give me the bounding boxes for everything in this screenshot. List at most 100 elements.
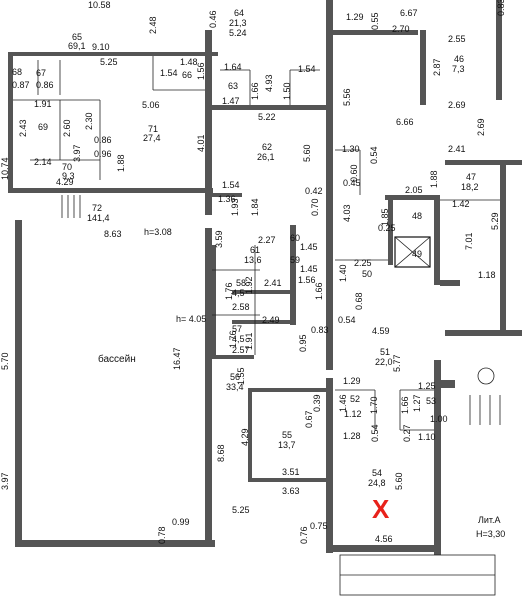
dimension: 1.84 xyxy=(250,198,260,216)
wall xyxy=(205,30,212,215)
wall xyxy=(248,390,252,480)
dimension: 1.70 xyxy=(369,396,379,414)
wall xyxy=(8,52,218,56)
wall xyxy=(248,478,328,482)
room-area: 21,3 xyxy=(229,18,247,28)
wall xyxy=(496,0,502,100)
wall xyxy=(440,380,455,388)
wall xyxy=(205,228,212,547)
room-number: 57 xyxy=(232,324,242,334)
dimension: 8.63 xyxy=(104,229,122,239)
dimension: 0.42 xyxy=(305,186,323,196)
dimension: 5.22 xyxy=(258,112,276,122)
room-number: 69 xyxy=(38,122,48,132)
x-marker: X xyxy=(372,494,390,524)
room-number: 52 xyxy=(350,394,360,404)
room-area: 13,7 xyxy=(278,440,296,450)
dimension: 1.55 xyxy=(236,367,246,385)
dimension: 3.97 xyxy=(0,472,10,490)
room-number: 53 xyxy=(426,396,436,406)
room-number: 49 xyxy=(412,249,422,259)
dimension: 1.66 xyxy=(314,282,324,300)
dimension: 4.93 xyxy=(264,74,274,92)
room-area: 27,4 xyxy=(143,133,161,143)
dimension: 0.45 xyxy=(343,178,361,188)
dimension: 1.00 xyxy=(430,414,448,424)
wall xyxy=(385,195,440,200)
room-area: 26,1 xyxy=(257,152,275,162)
wall xyxy=(333,30,418,35)
dimension: 0.54 xyxy=(370,424,380,442)
dimension: 4.03 xyxy=(342,204,352,222)
room-number: 66 xyxy=(182,70,192,80)
wall xyxy=(500,160,506,335)
dimension: 1.92 xyxy=(244,276,254,294)
dimension: 2.43 xyxy=(18,119,28,137)
wall xyxy=(420,30,426,105)
dimension: 1.56 xyxy=(196,62,206,80)
dimension: 2.41 xyxy=(264,278,282,288)
dimension: 1.27 xyxy=(412,394,422,412)
dimension: 2.69 xyxy=(476,118,486,136)
room-area: 141,4 xyxy=(87,213,110,223)
partitions xyxy=(13,56,501,596)
dimension: 1.18 xyxy=(478,270,496,280)
dimension: 2.58 xyxy=(232,302,250,312)
wall xyxy=(333,545,441,552)
room-number: 47 xyxy=(466,172,476,182)
wall xyxy=(434,195,440,285)
dimension: 1.64 xyxy=(224,62,242,72)
dimension: 5.60 xyxy=(302,144,312,162)
dimension: 1.10 xyxy=(418,432,436,442)
wall xyxy=(445,160,522,165)
wall xyxy=(212,355,254,359)
room-number: 63 xyxy=(228,81,238,91)
dimension: 1.54 xyxy=(160,68,178,78)
dimension: 1.42 xyxy=(452,199,470,209)
room-number: 62 xyxy=(262,142,272,152)
dimension: 1.91 xyxy=(244,332,254,350)
room-number: 48 xyxy=(412,211,422,221)
dimension: 1.76 xyxy=(228,330,238,348)
dimension: 1.76 xyxy=(224,282,234,300)
dimension: 2.05 xyxy=(405,185,423,195)
dimension: 2.25 xyxy=(354,258,372,268)
dimension: 10.58 xyxy=(88,0,111,10)
dimension: 1.88 xyxy=(116,154,126,172)
room-area: 4,5 xyxy=(232,334,245,344)
room-area: 13,6 xyxy=(244,255,262,265)
dimension: 2.69 xyxy=(448,100,466,110)
room-number: 64 xyxy=(234,8,244,18)
dimension: 7.01 xyxy=(464,232,474,250)
dimension: 0.27 xyxy=(402,424,412,442)
dimension: 1.47 xyxy=(222,96,240,106)
dimension: 2.30 xyxy=(84,112,94,130)
dimension: 4.29 xyxy=(240,428,250,446)
dimension: 0.70 xyxy=(310,198,320,216)
dimension: 2.60 xyxy=(62,119,72,137)
room-number: 72 xyxy=(92,203,102,213)
height-label: h=3.08 xyxy=(144,227,172,237)
dimension: 2.48 xyxy=(148,16,158,34)
dimension: 16.47 xyxy=(172,347,182,370)
dimension-labels: 10.58 2.48 0.46 1.29 6.67 0.83 9.10 5.25… xyxy=(0,0,506,544)
dimension: 5.70 xyxy=(0,352,10,370)
dimension: 2.87 xyxy=(432,58,442,76)
dimension: 1.66 xyxy=(400,396,410,414)
wall xyxy=(15,220,22,545)
dimension: 1.56 xyxy=(298,275,316,285)
wall xyxy=(8,188,213,193)
room-area: 4,5 xyxy=(232,288,245,298)
dimension: 8.68 xyxy=(216,444,226,462)
dimension: 1.36 xyxy=(218,194,236,204)
wall xyxy=(232,320,294,324)
room-area: 9,3 xyxy=(62,171,75,181)
room-number: 46 xyxy=(454,54,464,64)
dimension: 5.06 xyxy=(142,100,160,110)
dimension: 2.41 xyxy=(448,144,466,154)
dimension: 4.29 xyxy=(56,177,74,187)
wall xyxy=(440,280,460,286)
room-number: 58 xyxy=(236,278,246,288)
dimension: 4.59 xyxy=(372,326,390,336)
dimension: 4.56 xyxy=(375,534,393,544)
